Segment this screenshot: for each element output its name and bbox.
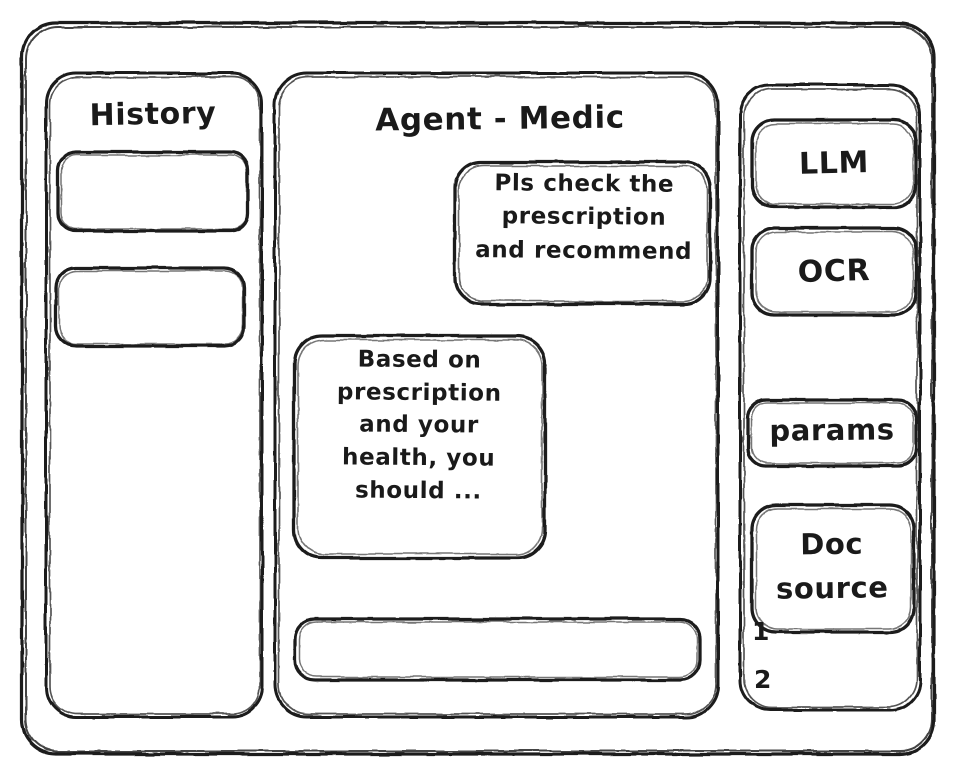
window-frame	[20, 21, 936, 756]
user-message-frame	[453, 160, 712, 306]
doc-source-button-frame	[750, 503, 916, 634]
doc-source-button-label[interactable]: Doc source	[775, 526, 889, 606]
ocr-button-label[interactable]: OCR	[797, 253, 871, 290]
doc-source-item-2[interactable]: 2	[754, 665, 772, 694]
history-panel-frame	[44, 71, 264, 719]
tools-panel-frame	[738, 83, 922, 712]
assistant-message-frame	[292, 334, 547, 560]
doc-source-item-1[interactable]: 1	[752, 617, 770, 646]
llm-button-frame	[750, 118, 918, 209]
llm-button-label[interactable]: LLM	[798, 145, 870, 182]
agent-title: Agent - Medic	[375, 99, 625, 139]
composer-input[interactable]	[295, 619, 700, 680]
composer-frame	[293, 617, 702, 682]
history-item-1[interactable]	[58, 152, 248, 231]
user-message-text: Pls check the prescription and recommend	[475, 170, 693, 265]
params-button-frame	[746, 398, 918, 468]
main-panel-frame	[273, 71, 720, 719]
ocr-button-frame	[750, 226, 918, 317]
params-button-label[interactable]: params	[769, 412, 895, 448]
history-item-2[interactable]	[56, 268, 244, 346]
assistant-message-text: Based on prescription and your health, y…	[336, 346, 502, 505]
history-panel-title: History	[89, 95, 217, 134]
history-item-frames	[54, 150, 250, 348]
